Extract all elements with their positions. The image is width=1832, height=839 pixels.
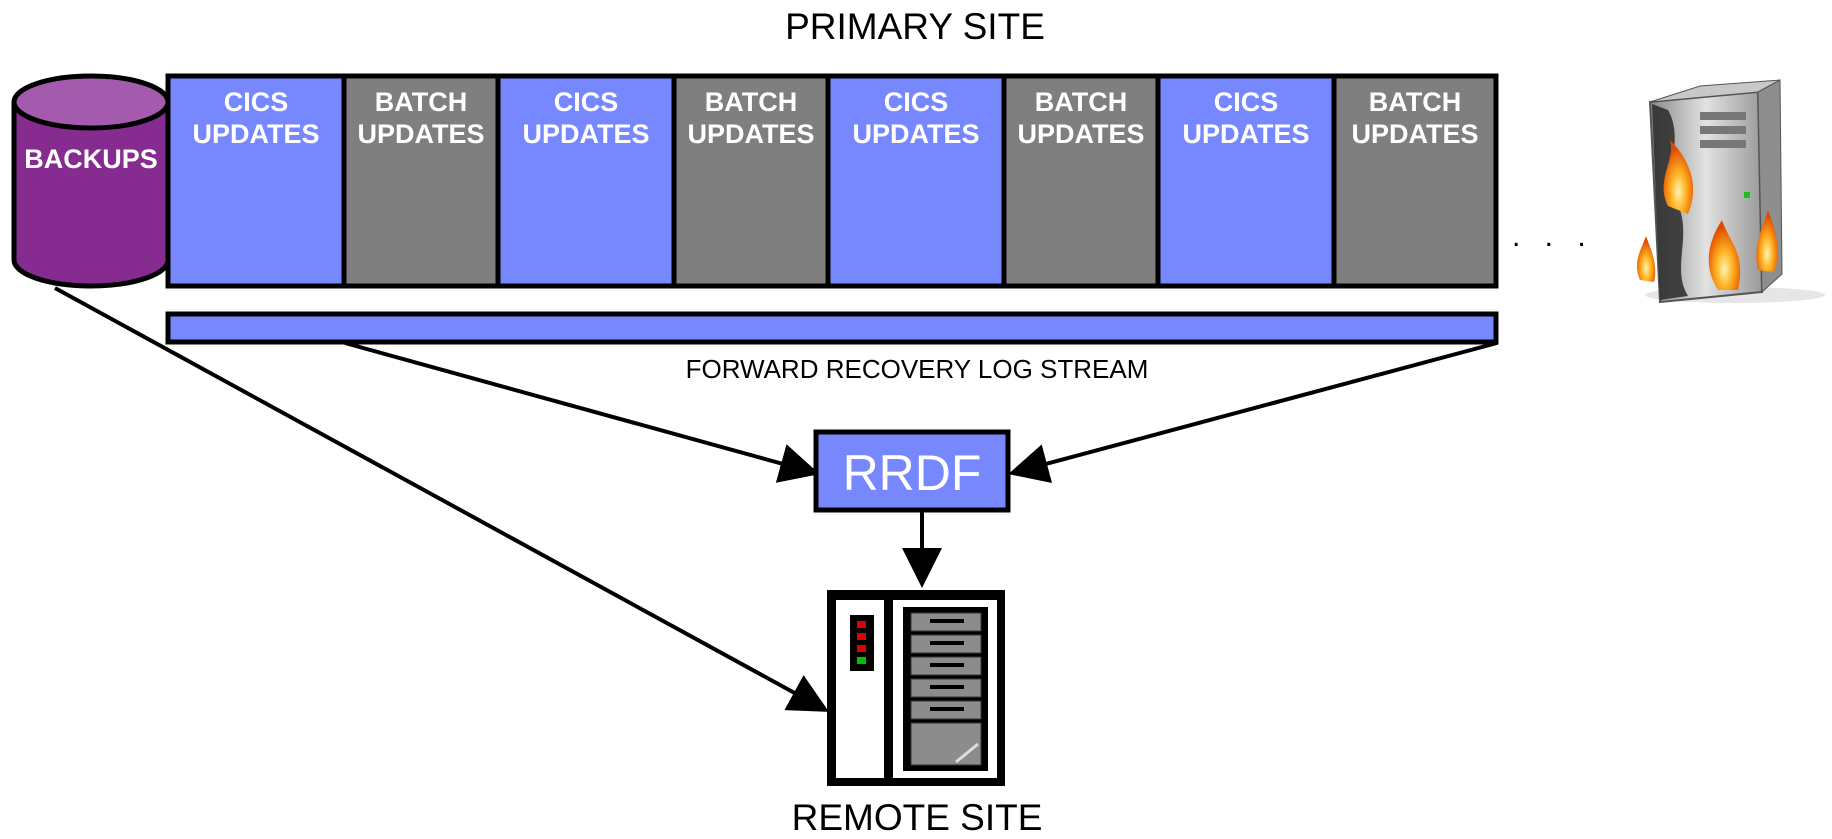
connectors [54, 286, 1498, 712]
segment-label-line1: CICS [884, 87, 949, 117]
segment-batch-6 [1001, 73, 1161, 289]
stream-left-to-rrdf-arrow [344, 341, 820, 483]
segment-label-line1: CICS [224, 87, 289, 117]
segment-label-line1: CICS [1214, 87, 1279, 117]
segment-label-line2: UPDATES [1017, 119, 1144, 149]
burning-server-icon [1636, 79, 1825, 304]
segment-batch-8 [1331, 73, 1499, 289]
backups-label: BACKUPS [24, 144, 158, 174]
remote-site-title: REMOTE SITE [791, 797, 1043, 838]
backups-cylinder: BACKUPS [11, 73, 171, 289]
segment-label-line2: UPDATES [852, 119, 979, 149]
segment-cics-7 [1155, 73, 1337, 289]
segment-label-line2: UPDATES [1351, 119, 1478, 149]
primary-site-title: PRIMARY SITE [785, 6, 1045, 47]
segment-label-line1: BATCH [1035, 87, 1127, 117]
segment-label-line1: BATCH [705, 87, 797, 117]
segment-label-line2: UPDATES [687, 119, 814, 149]
server-rack-icon [827, 590, 1005, 786]
segment-label-line2: UPDATES [1182, 119, 1309, 149]
update-segments: CICSUPDATESBATCHUPDATESCICSUPDATESBATCHU… [165, 73, 1499, 289]
segment-label-line1: BATCH [375, 87, 467, 117]
segment-cics-3 [495, 73, 677, 289]
segment-label-line2: UPDATES [192, 119, 319, 149]
rrdf-box: RRDF [813, 429, 1011, 513]
segment-label-line2: UPDATES [522, 119, 649, 149]
log-stream-label: FORWARD RECOVERY LOG STREAM [686, 354, 1149, 384]
backup-to-remote-arrow [54, 286, 830, 712]
rrdf-label: RRDF [843, 445, 982, 501]
stream-right-to-rrdf-arrow [1008, 341, 1498, 484]
segment-label-line1: CICS [554, 87, 619, 117]
segment-label-line1: BATCH [1369, 87, 1461, 117]
segment-label-line2: UPDATES [357, 119, 484, 149]
segment-batch-4 [671, 73, 831, 289]
continuation-dots: . . . [1512, 220, 1594, 253]
forward-recovery-log-stream-bar [165, 311, 1499, 345]
segment-cics-5 [825, 73, 1007, 289]
